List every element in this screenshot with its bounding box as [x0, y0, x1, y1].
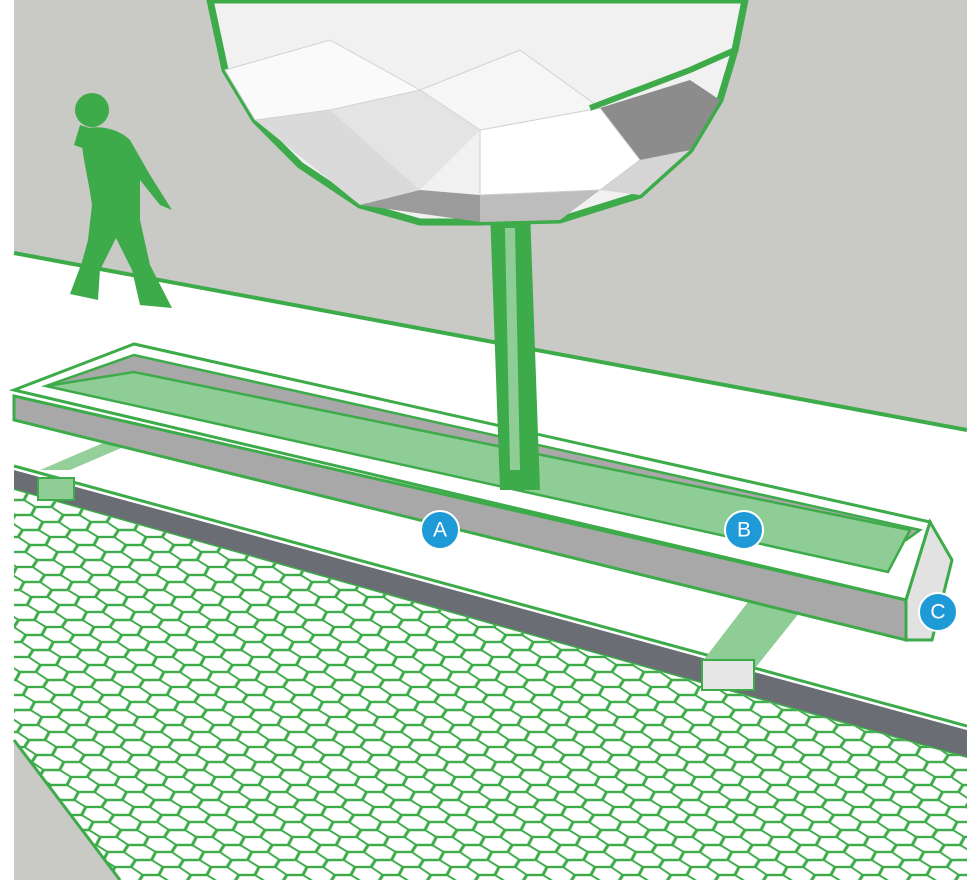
callout-C-label: C [930, 601, 945, 624]
callout-A: A [421, 511, 459, 549]
left-margin [0, 0, 14, 880]
planter-support-left-block [38, 478, 74, 500]
callout-B-label: B [737, 519, 751, 542]
planter-support-right-block [702, 660, 754, 690]
callout-C: C [919, 593, 957, 631]
callout-A-label: A [433, 519, 447, 542]
callout-B: B [725, 511, 763, 549]
